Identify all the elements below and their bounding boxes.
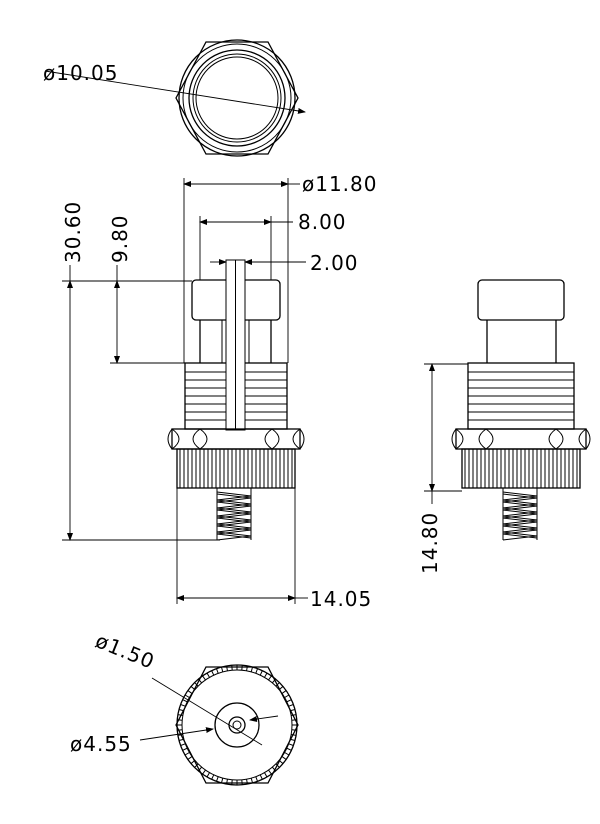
dim-stem-width: 8.00: [199, 210, 347, 280]
dim-cap-width: ø11.80: [183, 172, 378, 363]
top-view: ø10.05: [43, 39, 306, 157]
dimension-label-d4-55: ø4.55: [70, 732, 132, 756]
dimension-label-d11-80: ø11.80: [302, 172, 378, 196]
dimension-label-d1-50: ø1.50: [92, 628, 158, 673]
dimension-label-d10-05: ø10.05: [43, 61, 119, 85]
flange-circle-top: [178, 39, 296, 157]
pin-leader: [151, 677, 263, 746]
dimension-label-30-60: 30.60: [61, 201, 85, 263]
front-view: ø11.80 8.00 2.00 30.60: [61, 172, 378, 611]
dim-cap-height: 9.80: [108, 214, 185, 364]
dimension-label-8-00: 8.00: [298, 210, 347, 234]
dim-side-height: 14.80: [418, 363, 468, 574]
hex-nut-side: [451, 428, 591, 450]
spring-front: [216, 488, 252, 541]
diameter-leader-top: [44, 70, 306, 114]
pin-circle-bottom: [228, 716, 246, 734]
dim-overall-height: 30.60: [61, 201, 220, 541]
hex-outline-top: [175, 41, 299, 155]
boss-leader: [139, 727, 214, 741]
dim-slot-width: 2.00: [210, 251, 359, 275]
side-view: 14.80: [418, 279, 591, 574]
dimension-label-2-00: 2.00: [310, 251, 359, 275]
cap-circle-top: [188, 49, 286, 147]
spring-side: [502, 488, 538, 541]
knurl-ticks-bottom: [177, 665, 297, 785]
hex-outline-bottom: [175, 666, 299, 784]
bottom-view: ø1.50 ø4.55: [70, 628, 299, 786]
dimension-label-14-80: 14.80: [418, 512, 442, 574]
cap-side: [477, 279, 565, 321]
knurl-lines-front: [179, 449, 293, 488]
hex-nut-front: [167, 428, 305, 450]
dimension-label-14-05: 14.05: [310, 587, 372, 611]
boss-circle-bottom: [214, 702, 260, 748]
dimension-label-9-80: 9.80: [108, 214, 132, 263]
dim-knurl-width: 14.05: [176, 488, 372, 611]
